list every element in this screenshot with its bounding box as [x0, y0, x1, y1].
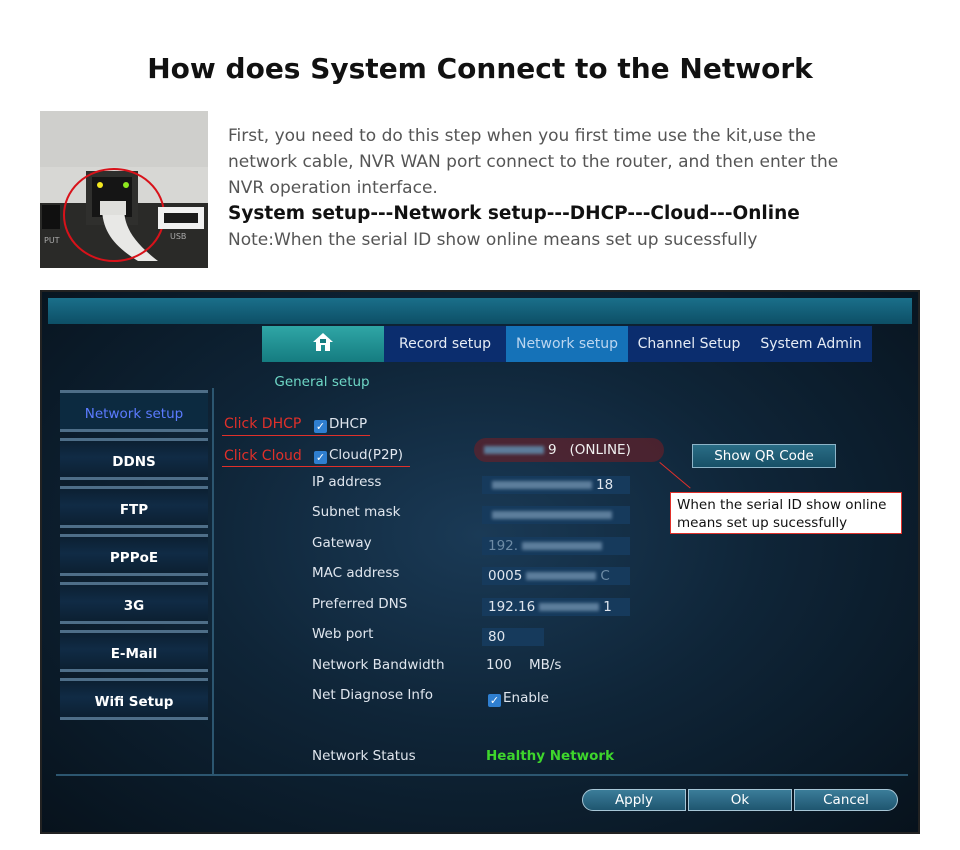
sidebar-item-ftp[interactable]: FTP — [60, 486, 208, 528]
dhcp-label: DHCP — [329, 416, 368, 432]
network-bandwidth-label: Network Bandwidth — [312, 657, 445, 673]
show-qr-code-button[interactable]: Show QR Code — [692, 444, 836, 468]
intro-line-2: network cable, NVR WAN port connect to t… — [228, 152, 839, 172]
preferred-dns-field[interactable]: 192.16 1 — [482, 598, 630, 616]
top-bar — [48, 298, 912, 324]
intro-line-3: NVR operation interface. — [228, 178, 438, 198]
online-status: (ONLINE) — [569, 442, 631, 458]
network-bandwidth-value: 100 MB/s — [486, 657, 561, 673]
sidebar-item-ddns[interactable]: DDNS — [60, 438, 208, 480]
tab-network-setup[interactable]: Network setup — [506, 326, 628, 362]
sidebar-divider — [212, 388, 214, 774]
redacted-dns — [539, 603, 600, 611]
mac-address-field[interactable]: 0005 C — [482, 567, 630, 585]
web-port-field[interactable]: 80 — [482, 628, 544, 646]
cancel-button[interactable]: Cancel — [794, 789, 898, 811]
gateway-field[interactable]: 192. — [482, 537, 630, 555]
subnet-mask-field[interactable] — [482, 506, 630, 524]
network-status-label: Network Status — [312, 748, 416, 764]
cloud-label: Cloud(P2P) — [329, 447, 403, 463]
router-port-illustration: PUT USB — [40, 111, 208, 268]
tab-channel-setup[interactable]: Channel Setup — [628, 326, 750, 362]
bottom-divider — [56, 774, 908, 776]
online-callout: When the serial ID show online means set… — [670, 492, 902, 534]
web-port-label: Web port — [312, 626, 374, 642]
intro-line-1: First, you need to do this step when you… — [228, 126, 816, 146]
callout-pointer — [659, 462, 691, 489]
checkmark-icon: ✓ — [314, 420, 327, 433]
annotation-click-cloud: Click Cloud — [224, 448, 302, 464]
redacted-subnet — [492, 511, 612, 519]
serial-suffix: 9 — [548, 442, 557, 458]
sidebar-item-wifi-setup[interactable]: Wifi Setup — [60, 678, 208, 720]
cloud-checkbox[interactable]: ✓Cloud(P2P) — [314, 447, 403, 464]
preferred-dns-value: 192.16 — [488, 599, 536, 615]
ok-button[interactable]: Ok — [688, 789, 792, 811]
bandwidth-unit: MB/s — [528, 657, 562, 673]
gateway-label: Gateway — [312, 535, 372, 551]
ip-address-field[interactable]: 18 — [482, 476, 630, 494]
annotation-dhcp-underline — [222, 435, 370, 436]
mac-address-value: 0005 — [488, 568, 523, 584]
net-diagnose-label: Net Diagnose Info — [312, 687, 433, 703]
ip-address-value: 18 — [596, 477, 614, 493]
sidebar-item-network-setup[interactable]: Network setup — [60, 390, 208, 432]
setup-steps: System setup---Network setup---DHCP---Cl… — [228, 203, 800, 224]
nvr-port-photo: PUT USB — [40, 111, 208, 268]
enable-label: Enable — [503, 690, 549, 706]
serial-id-status: 9 (ONLINE) — [474, 438, 664, 462]
tab-home[interactable] — [262, 326, 384, 362]
tab-system-admin[interactable]: System Admin — [750, 326, 872, 362]
tab-record-setup[interactable]: Record setup — [384, 326, 506, 362]
dhcp-checkbox[interactable]: ✓DHCP — [314, 416, 367, 433]
sidebar-item-email[interactable]: E-Mail — [60, 630, 208, 672]
gateway-value: 192. — [488, 538, 519, 554]
subnet-mask-label: Subnet mask — [312, 504, 401, 520]
port-label: PUT — [44, 236, 60, 245]
sidebar-item-pppoe[interactable]: PPPoE — [60, 534, 208, 576]
sidebar-item-3g[interactable]: 3G — [60, 582, 208, 624]
checkmark-icon: ✓ — [314, 451, 327, 464]
page-title: How does System Connect to the Network — [147, 52, 813, 85]
redacted-serial — [484, 446, 544, 454]
dns-suffix: 1 — [603, 599, 612, 615]
apply-button[interactable]: Apply — [582, 789, 686, 811]
home-icon — [312, 333, 334, 352]
annotation-click-dhcp: Click DHCP — [224, 416, 302, 432]
redacted-ip — [492, 481, 592, 489]
enable-checkbox[interactable]: ✓Enable — [488, 690, 549, 707]
preferred-dns-label: Preferred DNS — [312, 596, 408, 612]
usb-label: USB — [170, 232, 186, 241]
nvr-screen: Record setup Network setup Channel Setup… — [40, 290, 920, 834]
redacted-gateway — [522, 542, 603, 550]
intro-note: Note:When the serial ID show online mean… — [228, 230, 758, 250]
mac-address-label: MAC address — [312, 565, 400, 581]
checkmark-icon: ✓ — [488, 694, 501, 707]
network-status-value: Healthy Network — [486, 748, 615, 764]
mac-suffix: C — [600, 568, 610, 584]
bandwidth-number: 100 — [486, 657, 512, 673]
redacted-mac — [526, 572, 597, 580]
annotation-cloud-underline — [222, 466, 410, 467]
general-setup-label[interactable]: General setup — [274, 374, 370, 390]
ip-address-label: IP address — [312, 474, 382, 490]
intro-text: First, you need to do this step when you… — [228, 123, 928, 253]
